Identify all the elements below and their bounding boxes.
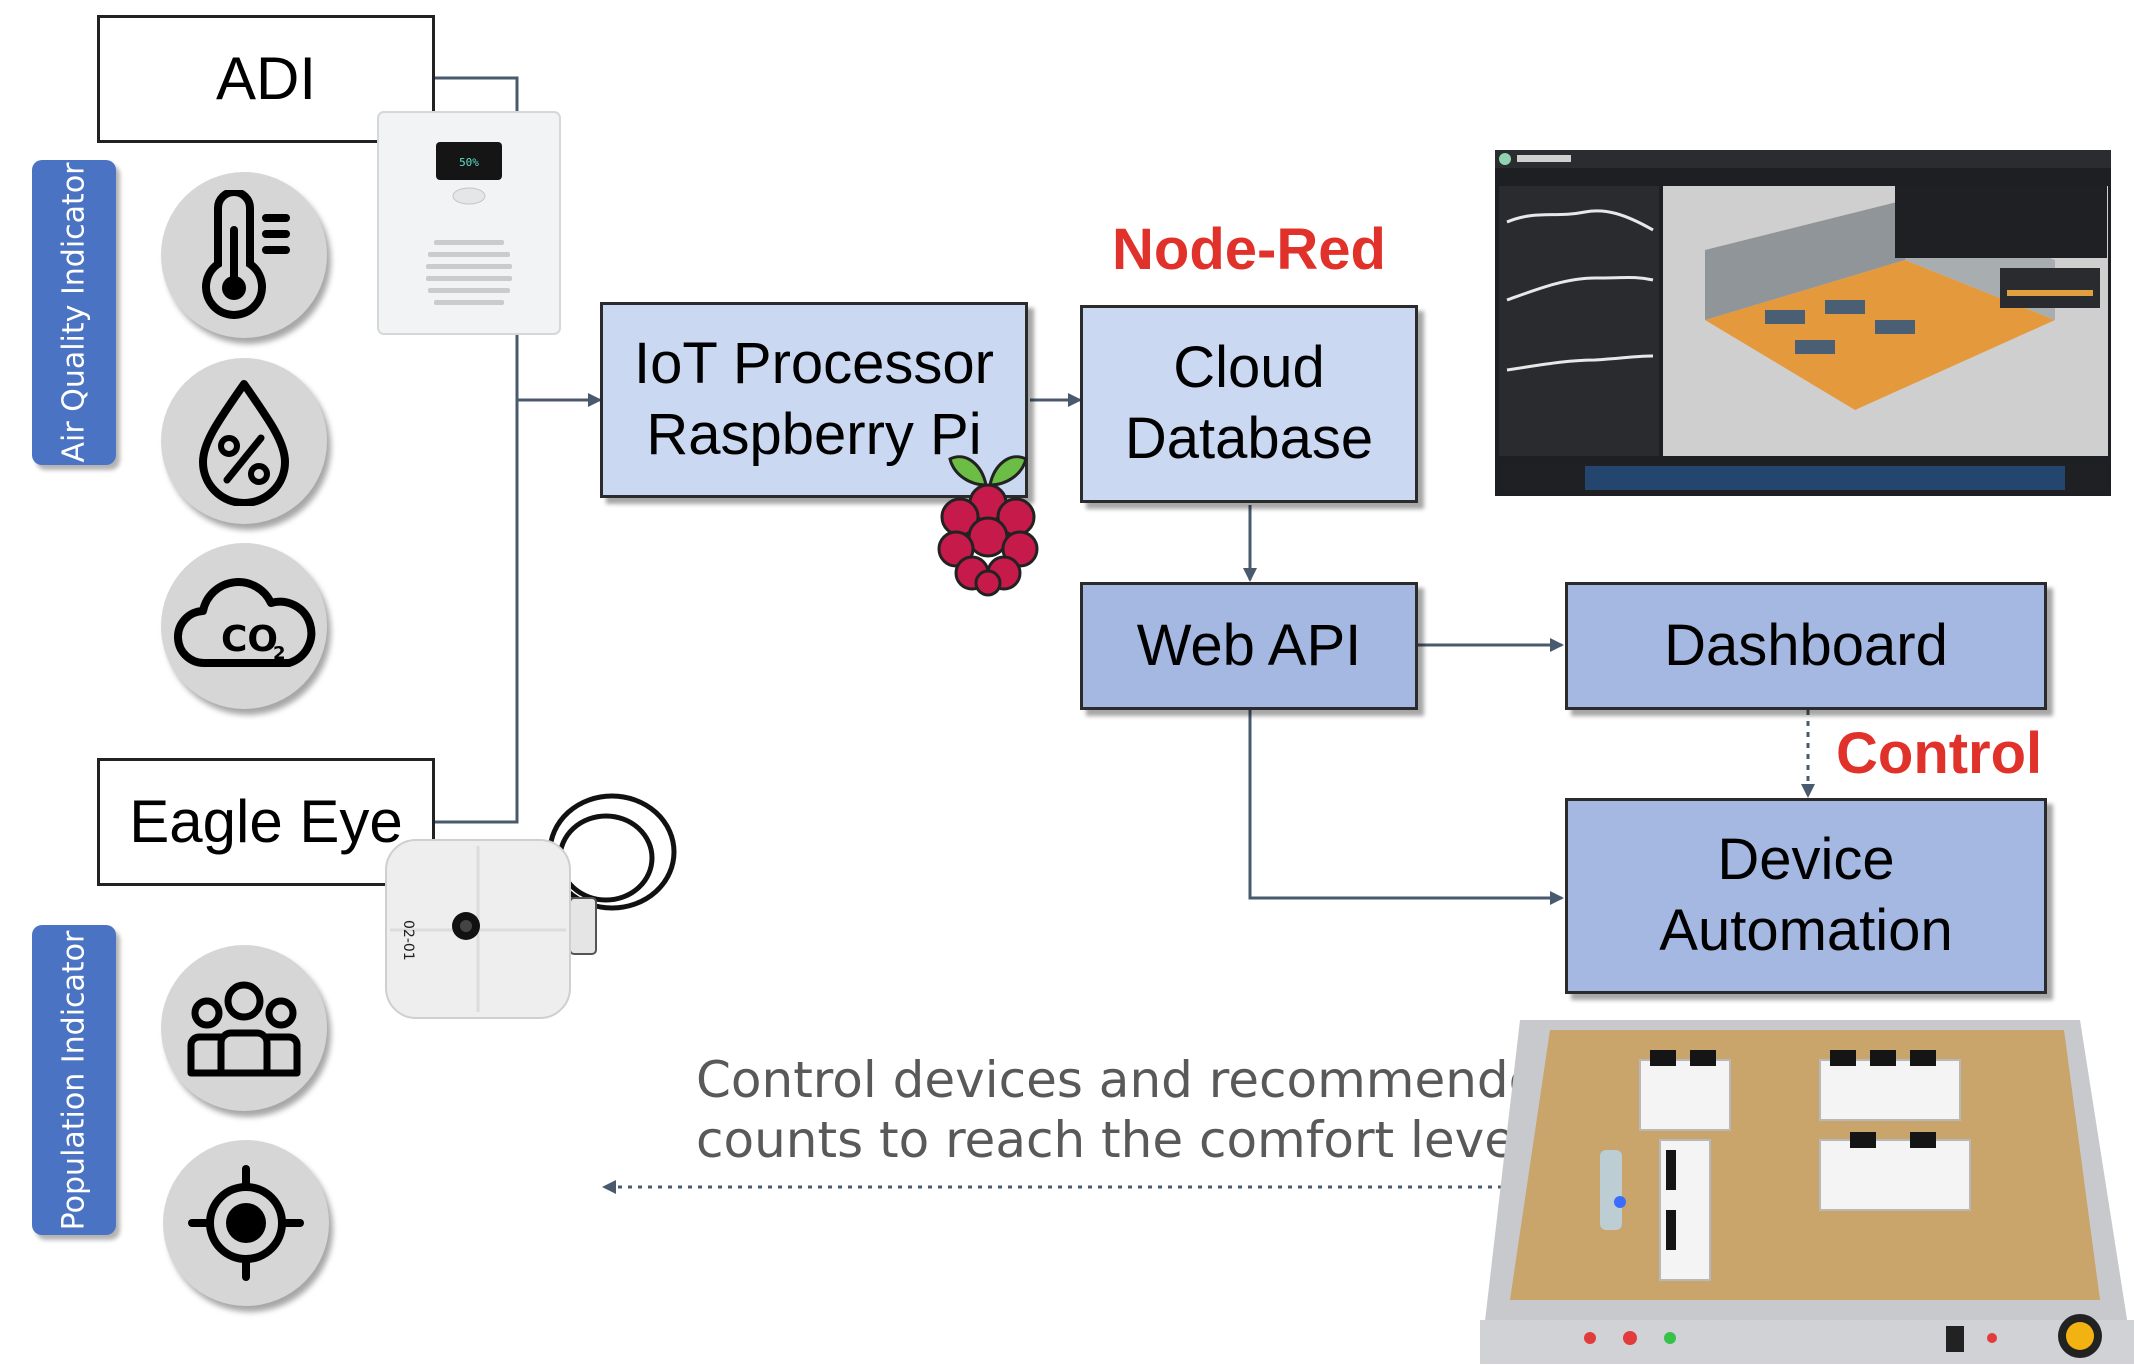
co2-text: CO: [221, 619, 278, 660]
physical-model-photo: [1480, 1020, 2134, 1364]
target-circle: [163, 1140, 329, 1306]
svg-text:50%: 50%: [459, 156, 479, 169]
web-api-label: Web API: [1136, 612, 1362, 678]
raspberry-pi-logo: [930, 445, 1046, 597]
cloud-database-line1: Cloud: [1173, 335, 1325, 401]
eagle-eye-label: Eagle Eye: [129, 788, 403, 856]
population-indicator-tag: Population Indicator: [32, 925, 116, 1235]
device-automation-box: Device Automation: [1565, 798, 2047, 994]
population-label: Population Indicator: [56, 930, 92, 1230]
arrow-webapi-to-automation: [1248, 710, 1564, 905]
device-automation-line2: Automation: [1659, 898, 1953, 963]
cloud-database-box: Cloud Database: [1080, 305, 1418, 503]
eagle-eye-connector: [435, 400, 519, 824]
thermometer-circle: [161, 172, 327, 338]
humidity-drop-icon: [199, 380, 289, 506]
adi-sensor-box: ADI: [97, 15, 435, 143]
people-circle: [161, 945, 327, 1111]
adi-device-image: 50%: [376, 110, 562, 336]
dashboard-label: Dashboard: [1664, 612, 1948, 678]
iot-processor-line2: Raspberry Pi: [646, 402, 982, 467]
control-label: Control: [1836, 721, 2043, 786]
web-api-box: Web API: [1080, 582, 1418, 710]
eagle-eye-box: Eagle Eye: [97, 758, 435, 886]
adi-label: ADI: [215, 45, 317, 113]
iot-processor-line1: IoT Processor: [634, 331, 994, 397]
node-red-label: Node-Red: [1112, 217, 1386, 282]
co2-subscript: 2: [273, 643, 286, 664]
people-group-icon: [187, 981, 301, 1077]
feedback-caption: Control devices and recommended counts t…: [696, 1050, 1571, 1170]
caption-line2: counts to reach the comfort level.: [696, 1111, 1545, 1169]
dashboard-screenshot: [1495, 150, 2111, 496]
co2-circle: CO 2: [161, 543, 327, 709]
thermometer-icon: [202, 190, 290, 319]
eagle-eye-device-image: 02-01: [380, 780, 690, 1028]
target-icon: [188, 1165, 304, 1281]
humidity-circle: [161, 358, 327, 524]
dashboard-box: Dashboard: [1565, 582, 2047, 710]
cloud-database-line2: Database: [1124, 406, 1374, 471]
co2-cloud-icon: CO 2: [174, 578, 316, 668]
device-automation-line1: Device: [1717, 827, 1895, 893]
caption-line1: Control devices and recommended: [696, 1051, 1572, 1109]
air-quality-label: Air Quality Indicator: [56, 162, 92, 463]
air-quality-indicator-tag: Air Quality Indicator: [32, 160, 116, 465]
svg-text:02-01: 02-01: [400, 920, 416, 961]
